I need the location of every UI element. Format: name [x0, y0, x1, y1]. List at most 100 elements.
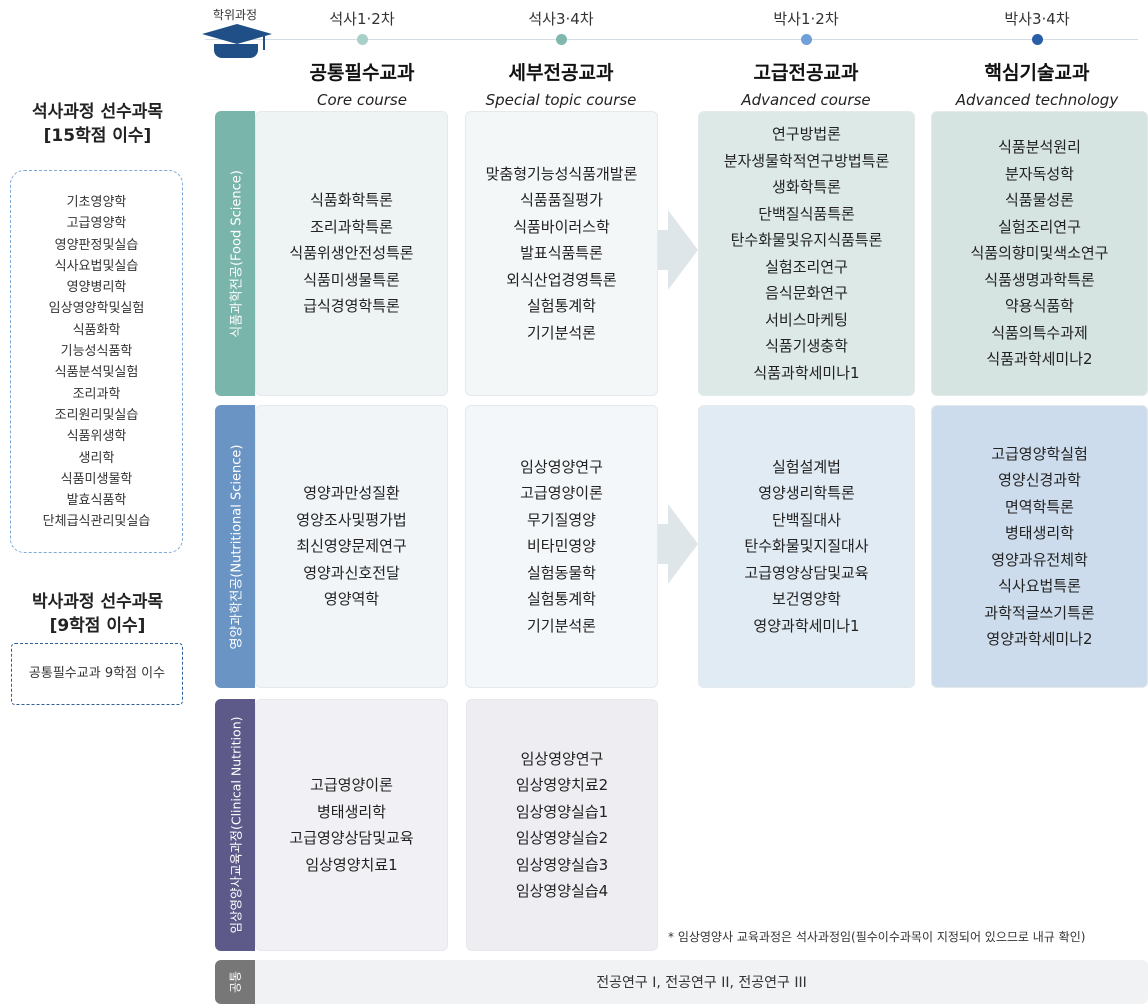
course-item: 식품분석원리 — [998, 138, 1081, 157]
track-label-text: 임상영양사교육과정(Clinical Nutrition) — [228, 716, 244, 934]
course-item: 실험통계학 — [526, 590, 596, 609]
course-item: 고급영양상담및교육 — [289, 829, 414, 847]
course-item: 발표식품특론 — [520, 244, 603, 263]
column-header-special: 세부전공교과 Special topic course — [461, 58, 661, 109]
food-arrow-stem — [658, 230, 670, 270]
course-item: 맞춤형기능성식품개발론 — [485, 164, 638, 183]
timeline-line — [205, 39, 1138, 40]
phd-prereq-title-line1: 박사과정 선수과목 — [31, 592, 164, 612]
food-arrow-icon — [668, 210, 698, 290]
course-item: 병태생리학 — [1004, 524, 1074, 542]
course-item: 임상영양실습1 — [515, 802, 609, 821]
nutrition-arrow-icon — [668, 504, 698, 584]
common-research-text: 전공연구 I, 전공연구 II, 전공연구 III — [596, 975, 807, 991]
track-label-common: 공통 — [215, 960, 255, 1004]
course-item: 식품과학세미나1 — [753, 363, 860, 382]
masters-prereq-title-line1: 석사과정 선수과목 — [31, 102, 164, 122]
course-item: 영양조사및평가법 — [296, 510, 407, 529]
course-item: 실험조리연구 — [765, 257, 848, 276]
course-item: 과학적글쓰기특론 — [984, 603, 1095, 622]
course-item: 영양과유전체학 — [991, 550, 1088, 569]
course-item: 영양생리학특론 — [758, 484, 855, 503]
course-item: 단백질식품특론 — [758, 204, 855, 223]
column-header-core: 공통필수교과 Core course — [262, 58, 462, 109]
course-item: 생화학특론 — [771, 178, 841, 196]
track-label-text: 식품과학전공(Food Science) — [229, 169, 245, 338]
course-item: 영양과학세미나2 — [986, 630, 1093, 648]
course-item: 식품물성론 — [1004, 191, 1074, 210]
prereq-item: 조리원리및실습 — [54, 407, 139, 423]
course-item: 영양과신호전달 — [303, 563, 400, 582]
course-item: 식품미생물특론 — [303, 270, 400, 289]
common-research-bar: 전공연구 I, 전공연구 II, 전공연구 III — [255, 960, 1148, 1004]
stage-label-masters-3-4: 석사3·4차 — [528, 10, 594, 28]
course-item: 보건영양학 — [771, 590, 841, 609]
course-item: 기기분석론 — [526, 616, 596, 635]
nutrition-arrow-stem — [658, 524, 670, 564]
course-item: 임상영양실습3 — [515, 855, 609, 874]
course-item: 임상영양연구 — [520, 749, 604, 768]
course-item: 고급영양학실험 — [991, 444, 1088, 463]
column-header-technology: 핵심기술교과 Advanced technology — [937, 58, 1137, 109]
course-item: 실험통계학 — [526, 297, 596, 316]
course-item: 식품위생안전성특론 — [289, 244, 414, 263]
track-label-text: 공통 — [228, 970, 243, 994]
track-label-nutritional-science: 영양과학전공(Nutritional Science) — [215, 405, 255, 688]
stage-label-phd-1-2: 박사1·2차 — [773, 10, 839, 28]
track-label-clinical-nutrition: 임상영양사교육과정(Clinical Nutrition) — [215, 699, 255, 951]
course-item: 고급영양이론 — [310, 776, 393, 794]
course-item: 임상영양치료2 — [515, 776, 609, 794]
course-item: 분자생물학적연구방법특론 — [723, 151, 890, 170]
course-item: 최신영양문제연구 — [296, 537, 407, 556]
course-item: 분자독성학 — [1004, 164, 1074, 183]
course-item: 실험동물학 — [526, 563, 596, 582]
column-title-en: Special topic course — [485, 91, 637, 109]
course-item: 실험설계법 — [771, 457, 841, 476]
stage-label-masters-1-2: 석사1·2차 — [329, 10, 395, 28]
course-item: 식품품질평가 — [520, 191, 603, 210]
column-title-en: Advanced course — [741, 91, 871, 109]
course-item: 식품의향미및색소연구 — [970, 244, 1109, 263]
stage-dot-1 — [357, 34, 368, 45]
prereq-item: 식품미생물학 — [60, 471, 133, 487]
course-item: 외식산업경영특론 — [506, 270, 617, 289]
phd-prereq-title: 박사과정 선수과목 [9학점 이수] — [0, 590, 195, 638]
course-item: 단백질대사 — [771, 510, 841, 529]
column-title-ko: 고급전공교과 — [753, 62, 859, 84]
column-title-ko: 세부전공교과 — [508, 62, 614, 84]
column-header-advanced: 고급전공교과 Advanced course — [706, 58, 906, 109]
prereq-item: 조리과학 — [72, 386, 121, 402]
course-item: 조리과학특론 — [310, 217, 393, 236]
prereq-item: 식품분석및실험 — [54, 365, 139, 381]
column-title-en: Advanced technology — [955, 91, 1119, 109]
course-item: 면역학특론 — [1004, 497, 1074, 516]
course-item: 영양과만성질환 — [303, 484, 400, 503]
stage-dot-3 — [801, 34, 812, 45]
course-item: 영양신경과학 — [998, 471, 1081, 489]
stage-dot-2 — [556, 34, 567, 45]
prereq-item: 고급영양학 — [66, 216, 127, 232]
masters-prereq-title-line2: [15학점 이수] — [43, 126, 152, 146]
course-item: 식사요법특론 — [998, 577, 1081, 595]
prereq-item: 기초영양학 — [66, 195, 127, 210]
stage-dot-4 — [1032, 34, 1043, 45]
course-item: 영양과학세미나1 — [753, 616, 860, 635]
course-item: 탄수화물및지질대사 — [744, 537, 869, 556]
prereq-item: 식품화학 — [72, 322, 121, 338]
course-item: 서비스마케팅 — [765, 310, 848, 329]
column-title-ko: 공통필수교과 — [309, 62, 415, 84]
course-item: 급식경영학특론 — [303, 297, 400, 316]
course-item: 영양역학 — [323, 590, 380, 609]
prereq-item: 임상영양학및실험 — [48, 301, 145, 317]
course-item: 고급영양상담및교육 — [744, 563, 869, 582]
clinical-course-note: * 임상영양사 교육과정은 석사과정임(필수이수과목이 지정되어 있으므로 내규… — [668, 930, 1086, 944]
course-item: 실험조리연구 — [998, 217, 1081, 236]
stage-label-phd-3-4: 박사3·4차 — [1004, 10, 1070, 28]
course-item: 식품화학특론 — [310, 191, 393, 210]
